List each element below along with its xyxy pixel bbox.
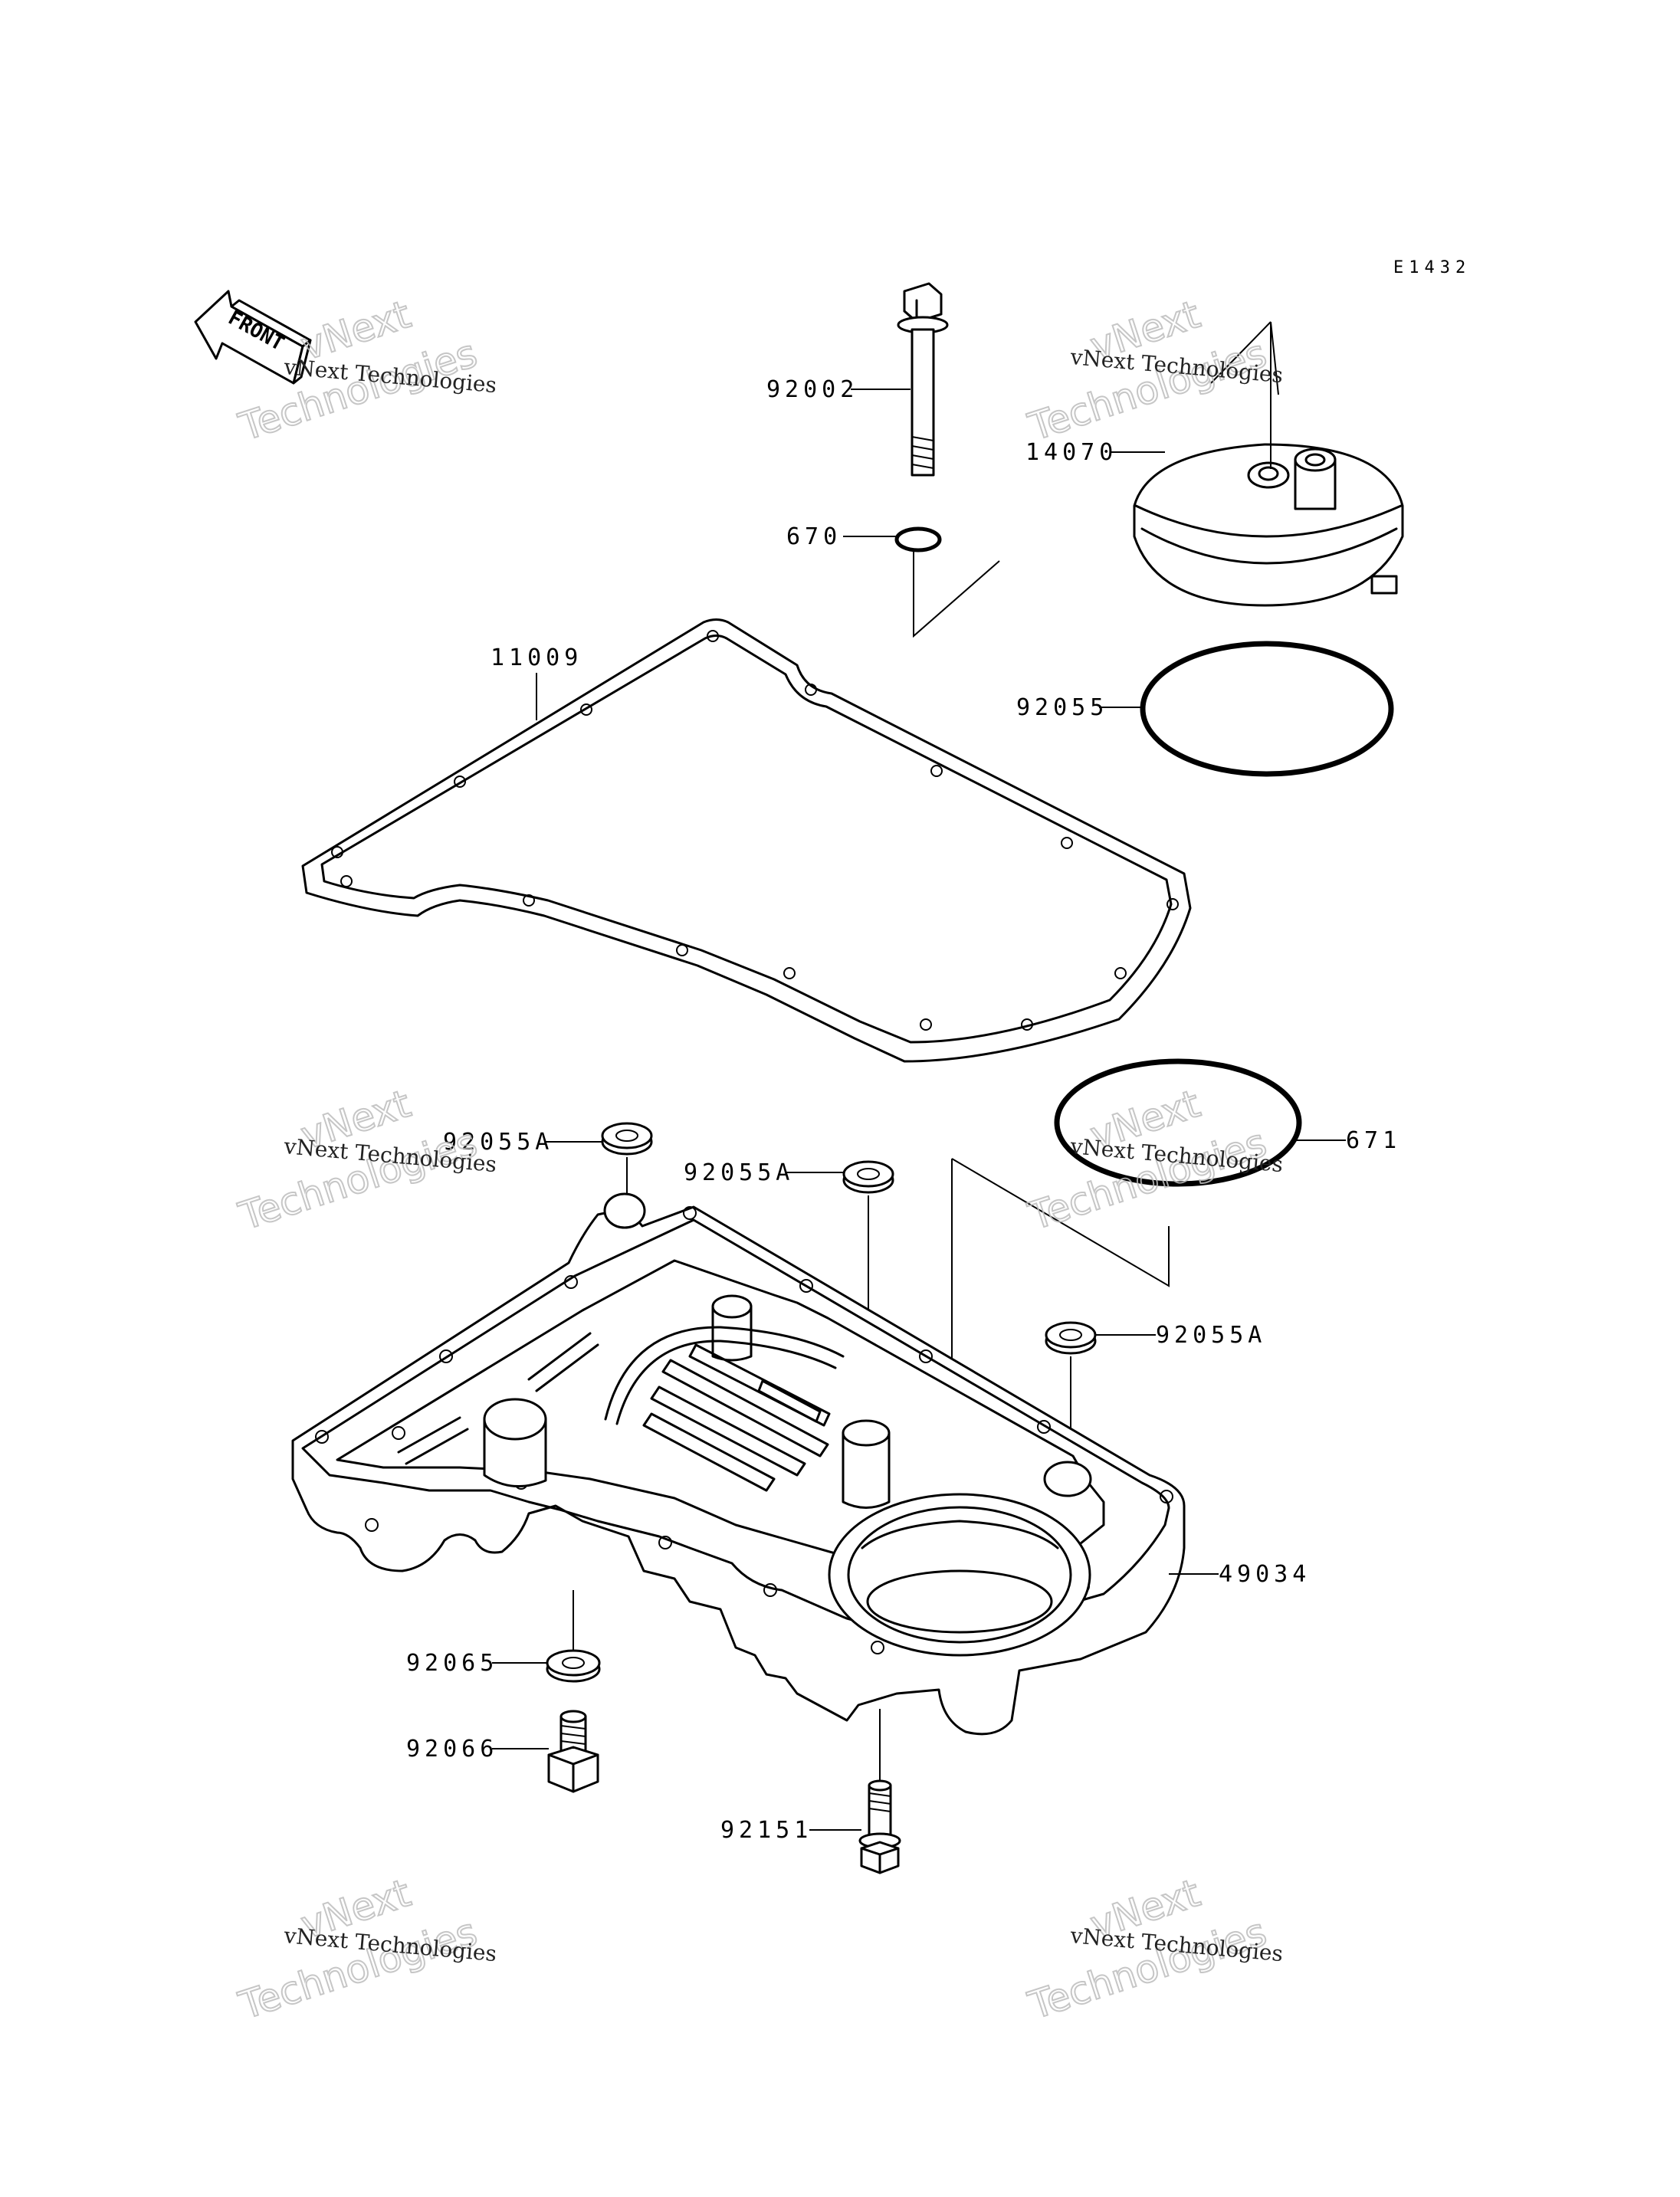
part-label-671: 671 — [1346, 1127, 1401, 1154]
washer-92055A-3-icon — [1045, 1321, 1097, 1355]
drain-plug-92066-icon — [547, 1710, 599, 1793]
part-label-670: 670 — [786, 523, 842, 550]
watermark-6: vNext Technologies vNext Technologies — [1022, 1870, 1285, 2029]
part-label-49034: 49034 — [1219, 1561, 1311, 1588]
filter-cover-14070-icon — [1133, 322, 1404, 607]
part-label-92065: 92065 — [406, 1650, 498, 1677]
part-label-92002: 92002 — [766, 376, 858, 403]
part-label-92055: 92055 — [1016, 694, 1108, 721]
part-label-14070: 14070 — [1025, 439, 1117, 466]
part-label-11009: 11009 — [491, 644, 582, 671]
o-ring-671-icon — [1054, 1058, 1302, 1187]
part-label-92151: 92151 — [720, 1817, 812, 1844]
washer-92055A-1-icon — [601, 1122, 653, 1156]
part-label-92055A-2: 92055A — [684, 1159, 794, 1186]
bolt-92151-icon — [858, 1779, 901, 1874]
watermark-3: vNext Technologies vNext Technologies — [233, 1080, 498, 1240]
part-label-92066: 92066 — [406, 1736, 498, 1763]
washer-92055A-2-icon — [842, 1160, 894, 1194]
gasket-11009-icon — [301, 618, 1192, 1063]
front-arrow-icon: FRONT — [194, 290, 312, 385]
part-label-92055A-1: 92055A — [443, 1129, 553, 1156]
bolt-92002-icon — [897, 282, 949, 477]
o-ring-670-icon — [894, 526, 942, 553]
watermark-2: vNext Technologies vNext Technologies — [1022, 291, 1285, 451]
part-label-92055A-3: 92055A — [1156, 1322, 1266, 1349]
o-ring-92055-icon — [1140, 641, 1394, 777]
watermark-5: vNext Technologies vNext Technologies — [233, 1870, 498, 2029]
washer-92065-icon — [546, 1649, 601, 1683]
diagram-code: E1432 — [1393, 258, 1471, 277]
oil-pan-49034-icon — [291, 1192, 1186, 1736]
